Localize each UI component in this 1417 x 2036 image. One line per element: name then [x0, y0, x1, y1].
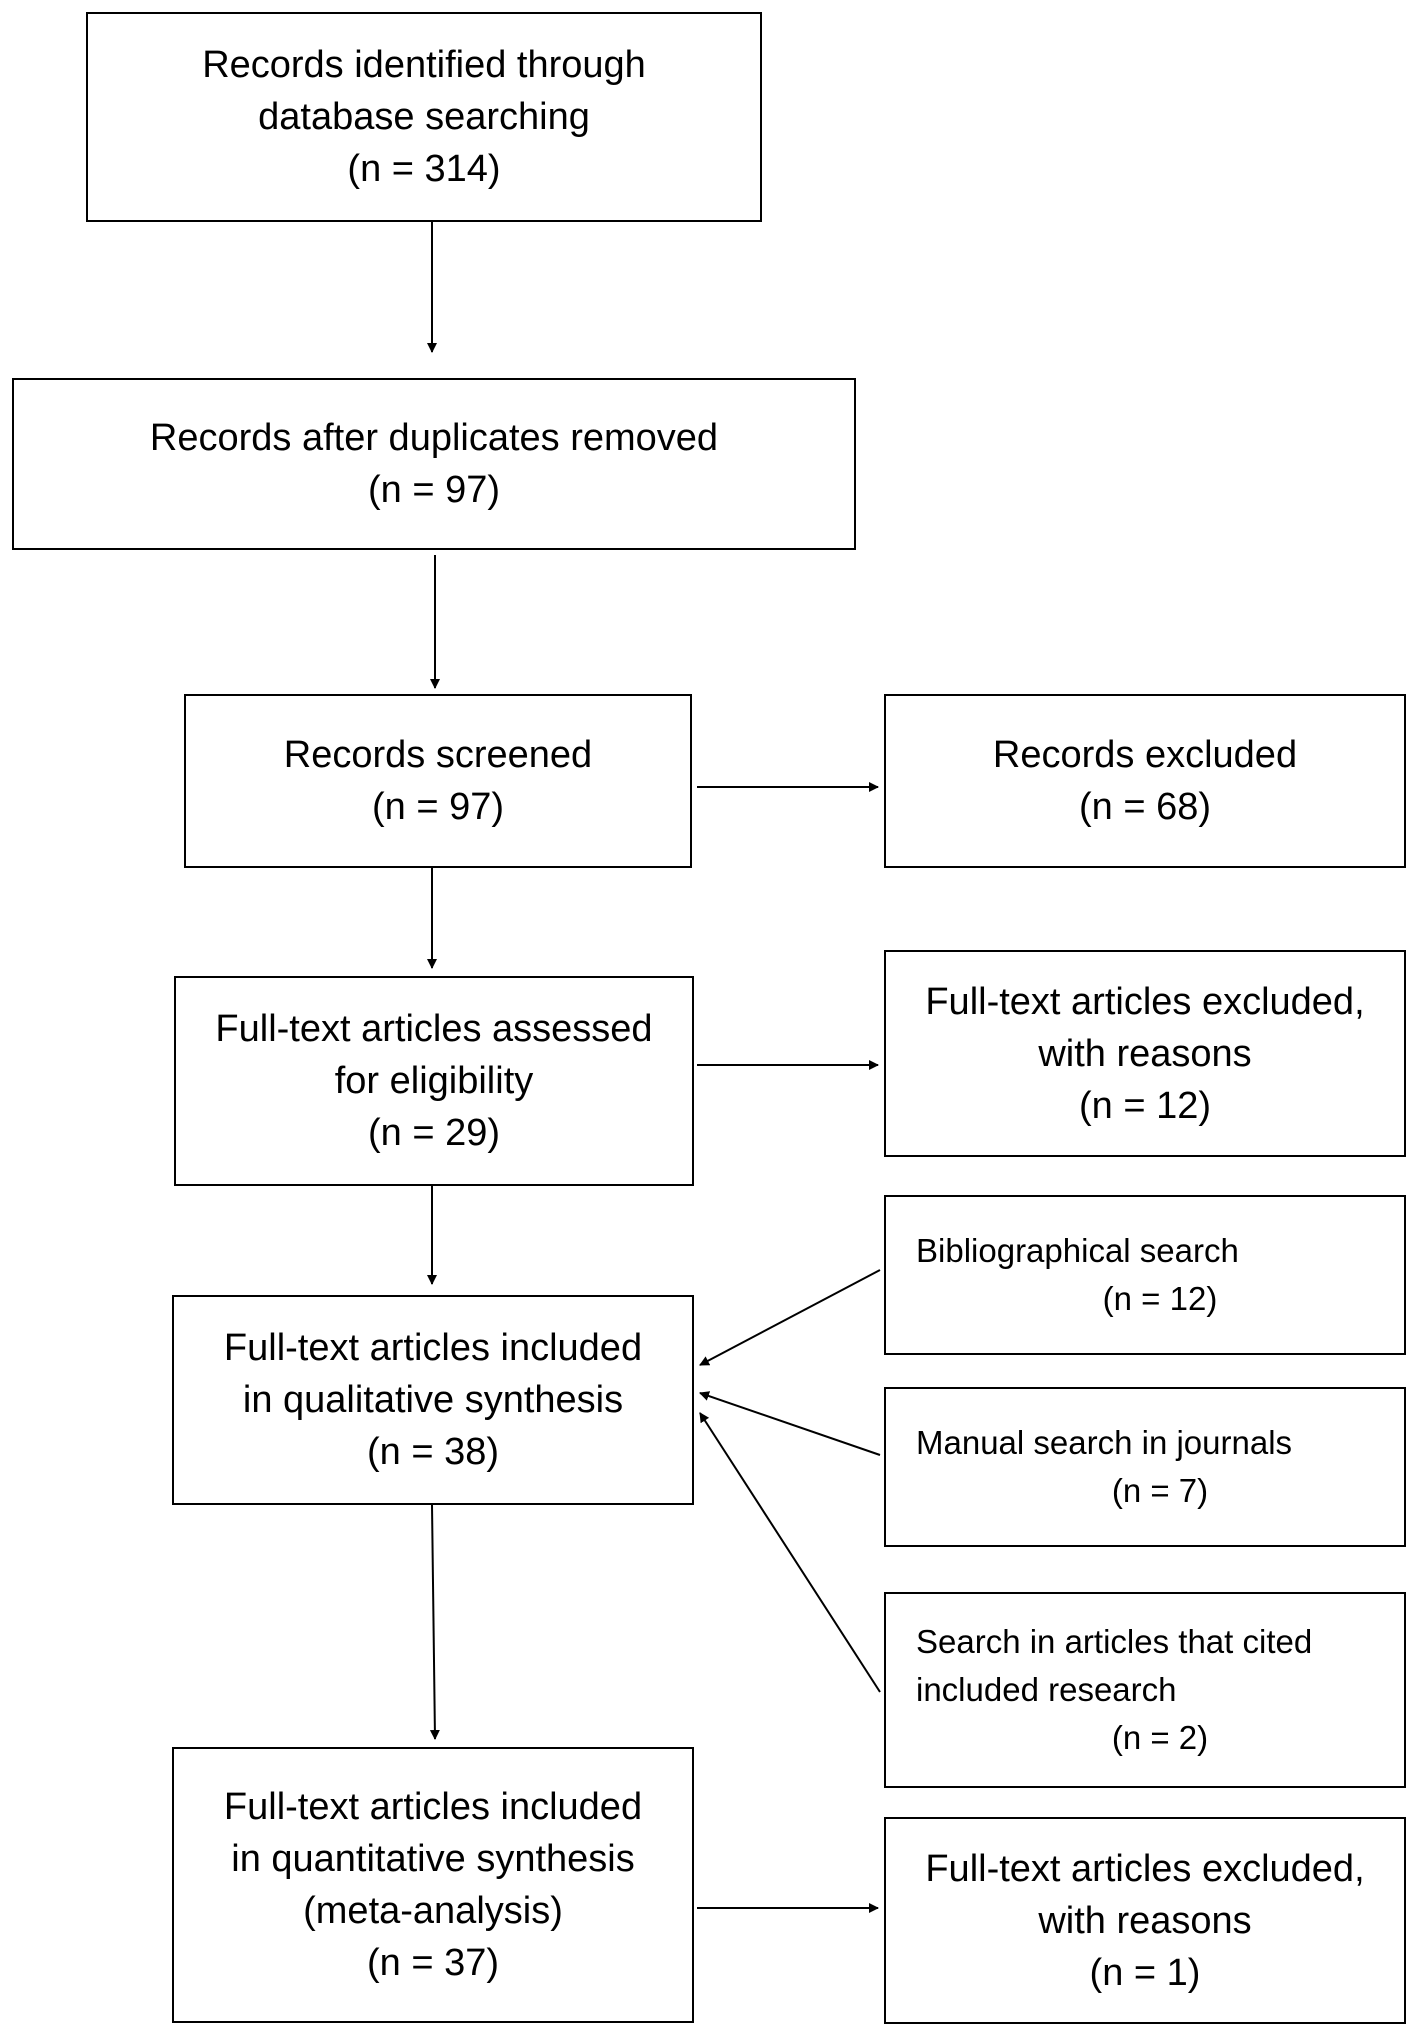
box-line: Records after duplicates removed — [149, 417, 719, 459]
box-count: (n = 7) — [1111, 1472, 1209, 1509]
box-qualitative-synthesis: Full-text articles included in qualitati… — [172, 1295, 694, 1505]
box-line: in quantitative synthesis — [231, 1838, 635, 1880]
box-line: included research — [916, 1671, 1177, 1708]
box-manual-search: Manual search in journals (n = 7) — [884, 1387, 1406, 1547]
box-line: (n = 12) — [1078, 1084, 1212, 1127]
box-line: (n = 1) — [1089, 1951, 1201, 1994]
box-line: Full-text articles included — [223, 1327, 643, 1369]
box-line: with reasons — [1038, 1032, 1252, 1075]
box-line: (n = 68) — [1078, 786, 1212, 828]
box-quantitative-synthesis: Full-text articles included in quantitat… — [172, 1747, 694, 2023]
box-line: Records excluded — [992, 734, 1298, 776]
box-line: in qualitative synthesis — [242, 1379, 624, 1421]
box-fulltext-excluded: Full-text articles excluded, with reason… — [884, 950, 1406, 1157]
box-records-screened: Records screened (n = 97) — [184, 694, 692, 868]
box-line: (n = 37) — [366, 1942, 500, 1984]
box-records-excluded: Records excluded (n = 68) — [884, 694, 1406, 868]
box-line: Search in articles that cited — [916, 1623, 1313, 1660]
box-line: (n = 38) — [366, 1431, 500, 1473]
box-line: Full-text articles included — [223, 1786, 643, 1828]
arrow-bibliographical-to-qualitative — [699, 1269, 881, 1366]
box-final-excluded: Full-text articles excluded, with reason… — [884, 1817, 1406, 2024]
box-line: Manual search in journals — [916, 1424, 1293, 1461]
box-line: Records identified through — [202, 44, 646, 86]
box-records-after-duplicates: Records after duplicates removed (n = 97… — [12, 378, 856, 550]
box-count: (n = 2) — [1111, 1719, 1209, 1756]
box-records-identified: Records identified through database sear… — [86, 12, 762, 222]
box-bibliographical-search: Bibliographical search (n = 12) — [884, 1195, 1406, 1355]
box-line: with reasons — [1038, 1899, 1252, 1942]
box-line: for eligibility — [334, 1060, 534, 1102]
arrow-manual-to-qualitative — [699, 1391, 881, 1456]
box-line: Bibliographical search — [916, 1232, 1239, 1269]
arrow-qualitative-to-quantitative — [429, 1504, 440, 1740]
box-line: Full-text articles excluded, — [925, 1847, 1365, 1890]
box-line: (n = 97) — [371, 786, 505, 828]
box-line: (n = 97) — [367, 469, 501, 511]
box-line: database searching — [258, 96, 590, 138]
arrow-citing-to-qualitative — [699, 1412, 881, 1693]
box-line: Records screened — [283, 734, 593, 776]
box-line: Full-text articles assessed — [215, 1008, 653, 1050]
box-line: (n = 314) — [347, 148, 501, 190]
box-line: (meta-analysis) — [303, 1890, 563, 1932]
box-fulltext-assessed: Full-text articles assessed for eligibil… — [174, 976, 694, 1186]
box-line: Full-text articles excluded, — [925, 980, 1365, 1023]
box-count: (n = 12) — [1102, 1280, 1218, 1317]
box-citing-articles-search: Search in articles that cited included r… — [884, 1592, 1406, 1788]
box-line: (n = 29) — [367, 1112, 501, 1154]
